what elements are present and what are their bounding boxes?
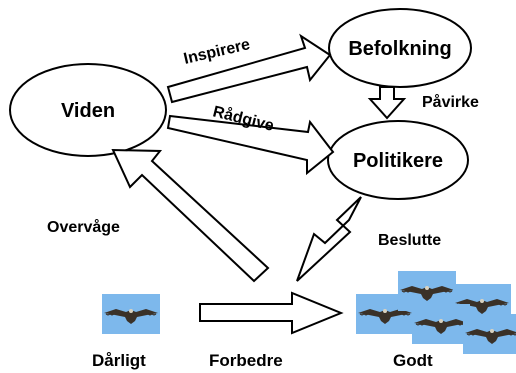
- arrow-inspirere: [166, 33, 332, 104]
- good-state-eagle-icon: [355, 270, 516, 355]
- node-politikere-label: Politikere: [353, 150, 443, 172]
- arrow-paavirke: [367, 86, 407, 120]
- state-label-bad: Dårligt: [92, 351, 146, 370]
- edge-label-forbedre: Forbedre: [209, 351, 283, 370]
- node-befolkning: Befolkning: [328, 8, 472, 88]
- arrow-beslutte: [296, 196, 362, 282]
- arrow-overvaage: [111, 148, 270, 283]
- node-befolkning-label: Befolkning: [348, 38, 451, 60]
- node-viden: Viden: [9, 63, 167, 157]
- edge-label-inspirere: Inspirere: [182, 36, 252, 68]
- bad-state-eagle-icon: [101, 293, 161, 335]
- state-label-good: Godt: [393, 351, 433, 370]
- arrow-forbedre: [199, 291, 344, 335]
- node-politikere: Politikere: [327, 120, 469, 200]
- edge-label-beslutte: Beslutte: [378, 232, 441, 249]
- edge-label-overvaage: Overvåge: [47, 218, 120, 236]
- node-viden-label: Viden: [61, 100, 115, 122]
- edge-label-paavirke: Påvirke: [422, 93, 479, 111]
- arrow-raadgive: [166, 114, 335, 176]
